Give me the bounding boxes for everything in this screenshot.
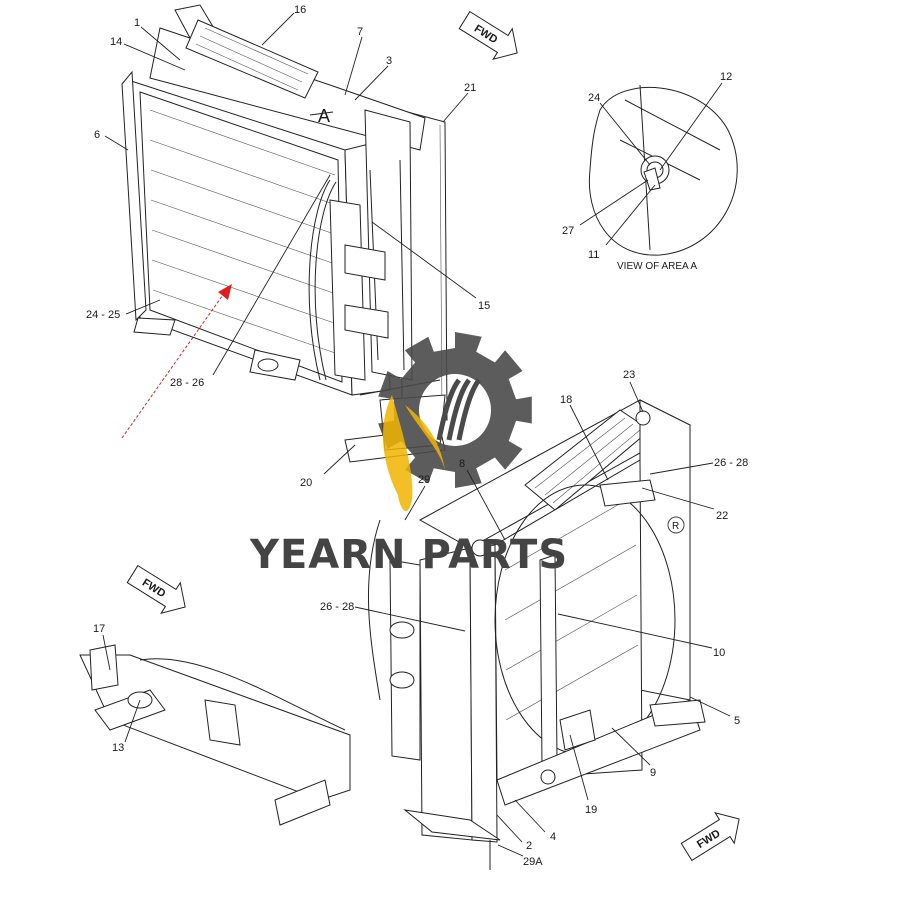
callout-22: 22 <box>716 510 728 522</box>
callout-19: 19 <box>585 804 597 816</box>
callout-3: 3 <box>386 55 392 67</box>
callout-labels: 1 14 16 7 3 21 6 15 24 - 25 28 - 26 20 2… <box>86 4 748 868</box>
gear-swoosh-3 <box>456 378 482 441</box>
leader-lines <box>102 12 731 857</box>
fwd-arrow-bottom: FWD <box>680 811 740 862</box>
fwd-arrow-middle: FWD <box>126 564 186 615</box>
upper-radiator-assembly: A <box>121 4 448 463</box>
lower-radiator-assembly <box>367 399 706 870</box>
view-label: VIEW OF AREA A <box>617 261 697 272</box>
callout-29a: 29A <box>523 856 543 868</box>
lower-left-detail <box>79 644 351 826</box>
callout-26-28-left: 26 - 28 <box>320 601 354 613</box>
gear-swoosh-1 <box>436 378 462 441</box>
callout-24-25: 24 - 25 <box>86 309 120 321</box>
brand-watermark: YEARN PARTS R <box>249 332 685 578</box>
callout-23: 23 <box>623 369 635 381</box>
gear-swoosh-2 <box>446 378 472 441</box>
callout-26-28-top: 26 - 28 <box>714 457 748 469</box>
callout-5: 5 <box>734 715 740 727</box>
callout-7: 7 <box>357 26 363 38</box>
callout-29: 29 <box>418 474 430 486</box>
callout-11: 11 <box>588 249 599 261</box>
callout-2: 2 <box>526 840 532 852</box>
gear-logo-icon <box>378 332 532 488</box>
callout-14: 14 <box>110 36 122 48</box>
flame-logo-icon <box>382 395 445 512</box>
callout-27: 27 <box>562 225 574 237</box>
callout-20: 20 <box>300 477 312 489</box>
callout-15: 15 <box>478 300 490 312</box>
callout-10: 10 <box>713 647 725 659</box>
callout-6: 6 <box>94 129 100 141</box>
fwd-arrow-top: FWD <box>458 10 518 61</box>
area-a-detail-view: VIEW OF AREA A <box>588 84 738 272</box>
callout-28-26: 28 - 26 <box>170 377 204 389</box>
callout-4: 4 <box>550 831 556 843</box>
callout-1: 1 <box>134 17 140 29</box>
callout-21: 21 <box>464 82 476 94</box>
area-marker: A <box>318 106 330 126</box>
gear-shape <box>378 332 532 488</box>
callout-8: 8 <box>459 458 465 470</box>
registered-mark: R <box>672 521 679 532</box>
callout-24: 24 <box>588 92 600 104</box>
callout-16: 16 <box>294 4 306 16</box>
callout-9: 9 <box>650 767 656 779</box>
callout-13: 13 <box>112 742 124 754</box>
brand-name: YEARN PARTS <box>249 532 568 578</box>
callout-12: 12 <box>720 71 732 83</box>
red-annotation-arrow <box>121 284 232 439</box>
callout-18: 18 <box>560 394 572 406</box>
callout-17: 17 <box>93 623 105 635</box>
